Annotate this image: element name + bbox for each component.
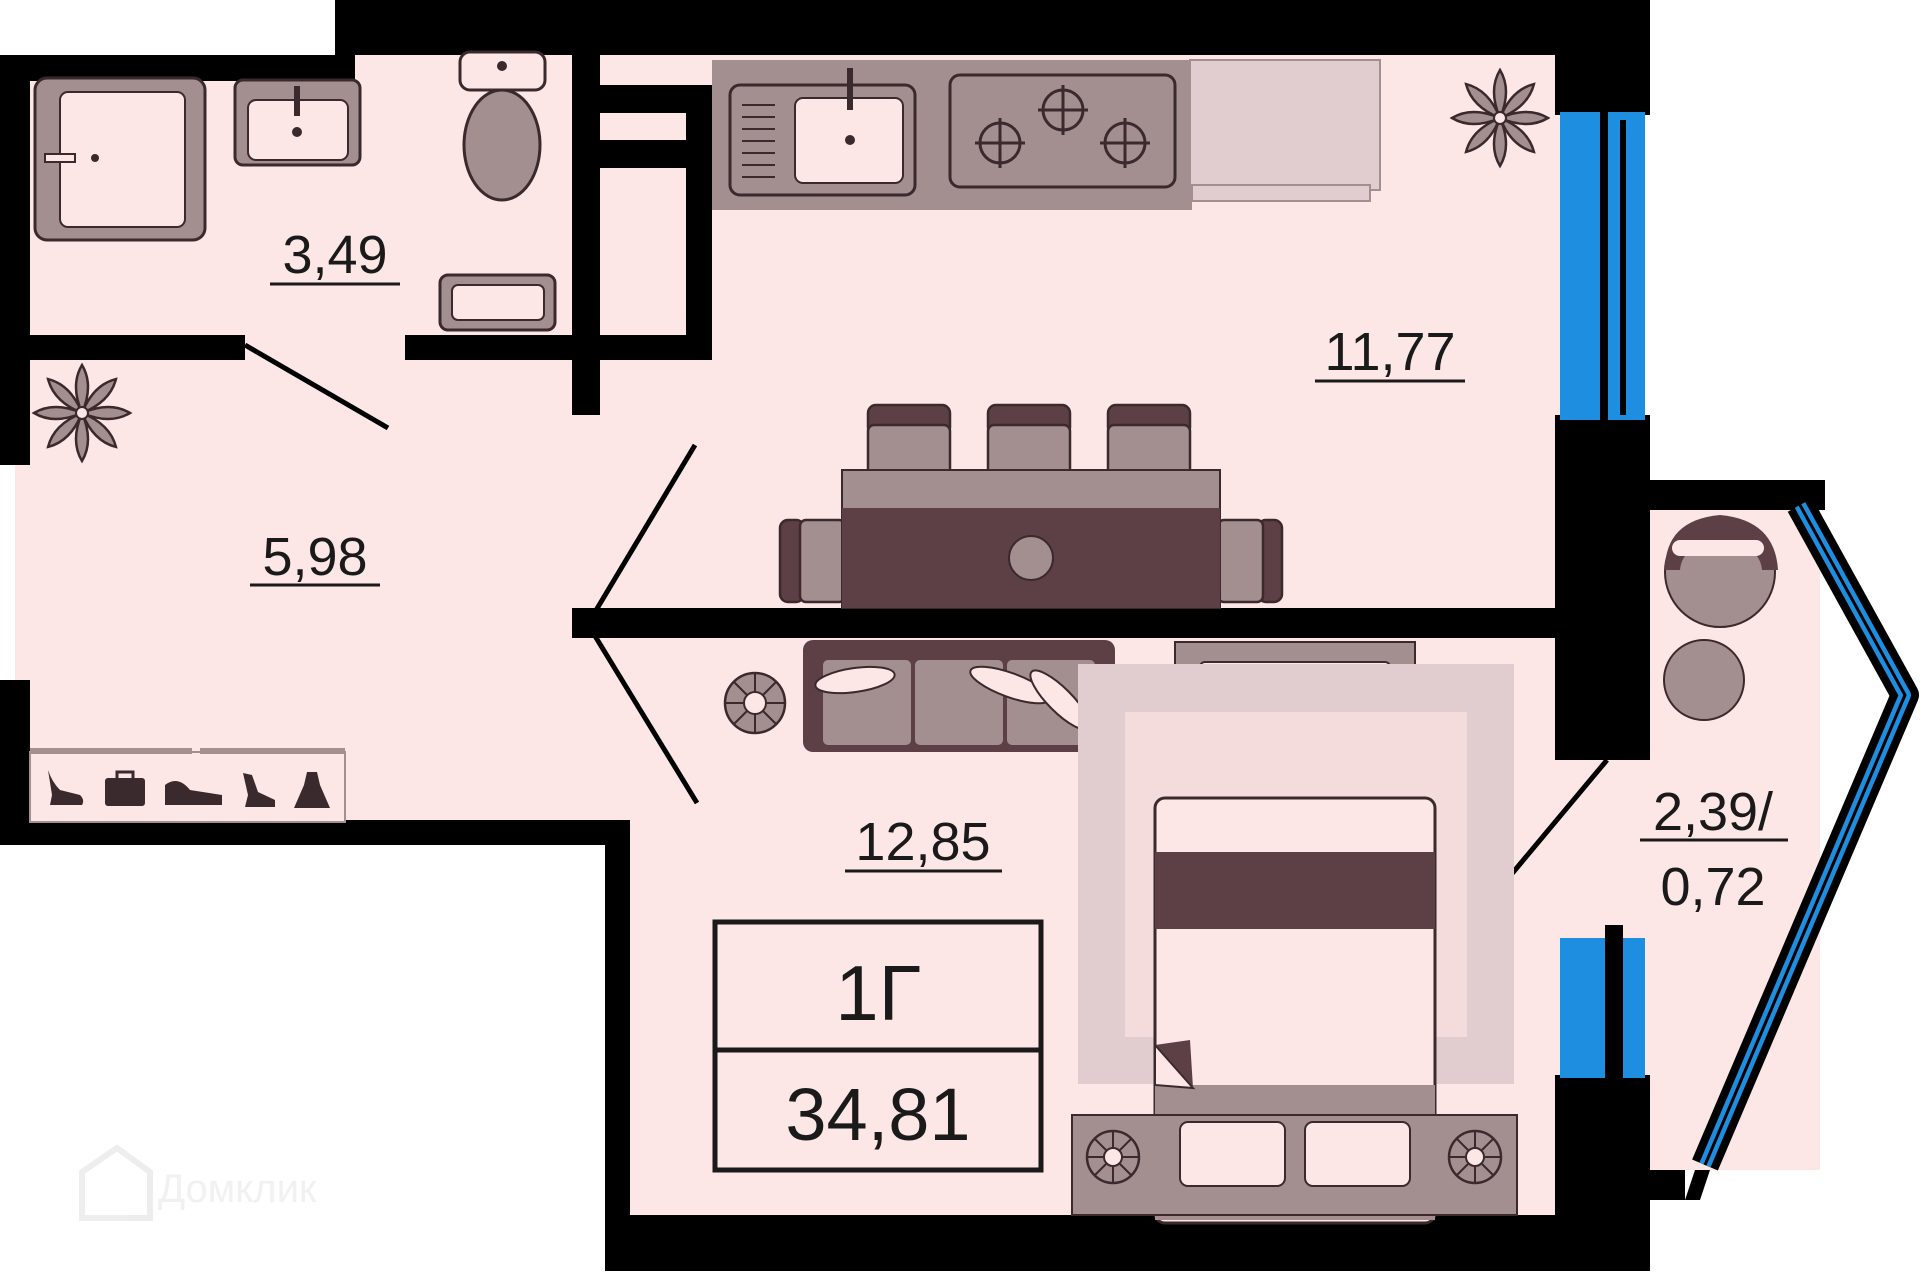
- room-area-bedroom: 12,85: [855, 812, 990, 872]
- room-area-bathroom: 3,49: [282, 225, 387, 285]
- plant-hallway-icon: [31, 362, 133, 464]
- house-logo-icon: [79, 1144, 153, 1221]
- floor-lamp-icon: [723, 671, 787, 735]
- room-area-kitchen: 11,77: [1324, 322, 1455, 382]
- nightstand-lamp-right-icon: [1447, 1129, 1503, 1185]
- window-kitchen: [1560, 112, 1645, 420]
- kitchen-sink: [728, 68, 917, 197]
- room-area-balcony: 2,39/: [1653, 782, 1773, 842]
- total-area: 34,81: [785, 1073, 970, 1156]
- boot-icon: [243, 773, 275, 807]
- sneaker-icon: [165, 781, 222, 805]
- balcony-chair: [1664, 515, 1778, 628]
- sofa: [803, 640, 1115, 752]
- toilet: [458, 50, 547, 202]
- window-bedroom: [1560, 925, 1645, 1080]
- watermark: Домклик: [79, 1144, 317, 1221]
- bed: [1071, 796, 1518, 1225]
- shower-tray: [33, 76, 207, 242]
- briefcase-icon: [105, 770, 145, 806]
- high-heel-icon: [48, 770, 84, 805]
- refrigerator: [1189, 59, 1381, 202]
- dining-set: [778, 403, 1284, 609]
- unit-code: 1Г: [835, 949, 921, 1037]
- balcony-table: [1663, 639, 1745, 721]
- dress-icon: [294, 772, 330, 808]
- window-balcony: [1692, 498, 1919, 1171]
- stove: [948, 73, 1177, 189]
- room-area-hallway: 5,98: [262, 527, 367, 587]
- shoe-rack: [29, 748, 346, 823]
- door-lines: [243, 342, 1609, 884]
- nightstand-lamp-left-icon: [1085, 1129, 1141, 1185]
- washing-basin-small: [438, 273, 557, 332]
- watermark-text: Домклик: [158, 1167, 317, 1211]
- unit-summary-box: 1Г 34,81: [712, 919, 1044, 1173]
- bathroom-sink: [233, 78, 362, 167]
- room-area-balcony-reduced: 0,72: [1660, 857, 1765, 917]
- room-labels: 3,49 11,77 5,98 12,85 2,39/ 0,72: [250, 225, 1788, 917]
- dining-chairs: [778, 403, 1284, 604]
- plant-kitchen-icon: [1449, 67, 1551, 169]
